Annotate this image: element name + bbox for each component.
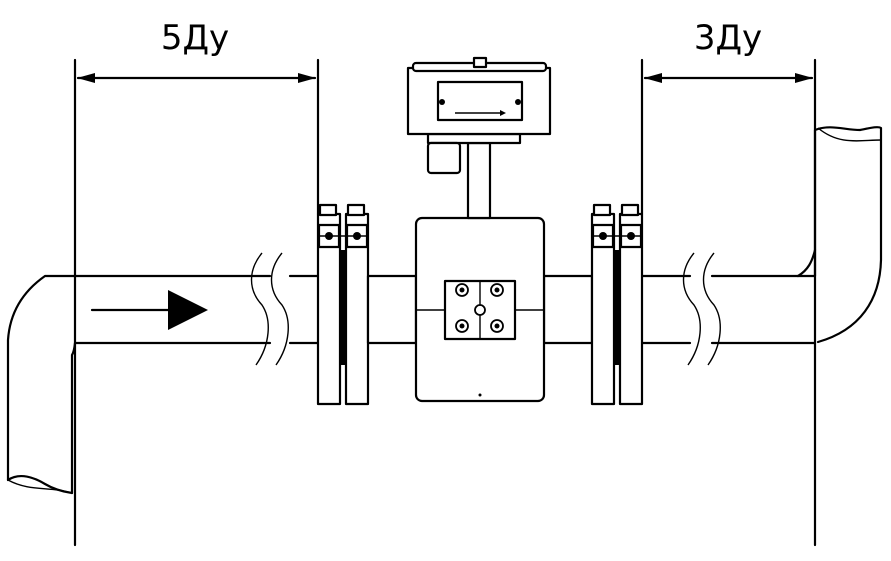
flow-direction-arrow-icon bbox=[90, 290, 208, 330]
transmitter-housing bbox=[406, 56, 552, 136]
inlet-dimension-line bbox=[76, 73, 317, 83]
flowmeter-sensor-body bbox=[414, 216, 546, 403]
inlet-flange-pair bbox=[316, 203, 370, 406]
outlet-pipe bbox=[640, 126, 883, 366]
outlet-dimension-label: 3Ду bbox=[694, 18, 762, 58]
spool-pipes bbox=[366, 274, 594, 345]
transmitter-stem bbox=[426, 132, 522, 220]
outlet-dimension-line bbox=[643, 73, 814, 83]
outlet-flange-pair bbox=[590, 203, 644, 406]
inlet-dimension-label: 5Ду bbox=[161, 18, 229, 58]
inlet-pipe bbox=[6, 252, 320, 495]
